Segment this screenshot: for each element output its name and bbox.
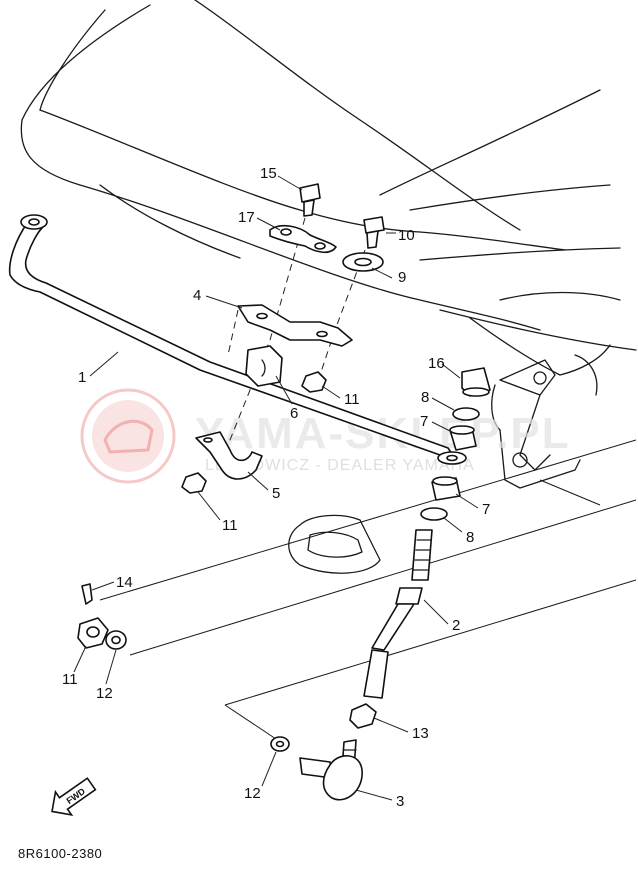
callout-7-upper: 7 bbox=[420, 413, 428, 430]
callout-14: 14 bbox=[116, 574, 133, 591]
callout-7-lower: 7 bbox=[482, 501, 490, 518]
callout-11-upper: 11 bbox=[344, 391, 360, 408]
callout-6: 6 bbox=[290, 405, 298, 422]
diagram-code: 8R6100-2380 bbox=[18, 846, 103, 861]
cotter-pin-14[interactable] bbox=[81, 583, 93, 605]
callout-10: 10 bbox=[398, 227, 415, 244]
callout-12-lower: 12 bbox=[244, 785, 261, 802]
callout-17: 17 bbox=[238, 209, 255, 226]
bolt-15[interactable] bbox=[299, 183, 321, 217]
frame-bracket bbox=[491, 354, 598, 489]
watermark-logo-outer bbox=[80, 388, 176, 484]
washer-12-lower[interactable] bbox=[270, 736, 290, 752]
ball-joint-3[interactable] bbox=[299, 739, 363, 801]
washer-8-upper[interactable] bbox=[452, 407, 480, 421]
callout-8-upper: 8 bbox=[421, 389, 429, 406]
callout-15: 15 bbox=[260, 165, 277, 182]
bushing-7-lower[interactable] bbox=[431, 476, 461, 501]
bushing-6[interactable] bbox=[245, 345, 283, 387]
callout-1: 1 bbox=[78, 369, 86, 386]
bolt-10[interactable] bbox=[363, 216, 385, 249]
callout-11-middle: 11 bbox=[222, 517, 238, 534]
callout-3: 3 bbox=[396, 793, 404, 810]
callout-16: 16 bbox=[428, 355, 445, 372]
callout-numbers: 15 17 10 9 4 16 1 6 11 8 7 5 11 7 8 14 2… bbox=[62, 165, 490, 810]
holder-5[interactable] bbox=[195, 431, 263, 480]
callout-5: 5 bbox=[272, 485, 280, 502]
callout-4: 4 bbox=[193, 287, 201, 304]
nut-11-lower[interactable] bbox=[77, 617, 109, 649]
nut-13[interactable] bbox=[349, 703, 377, 729]
fwd-arrow-icon: FWD bbox=[51, 777, 97, 817]
stabilizer-bar[interactable] bbox=[8, 214, 467, 465]
callout-12-left: 12 bbox=[96, 685, 113, 702]
callout-2: 2 bbox=[452, 617, 460, 634]
plate-17[interactable] bbox=[269, 224, 337, 254]
callout-8-lower: 8 bbox=[466, 529, 474, 546]
callout-9: 9 bbox=[398, 269, 406, 286]
floor-lines bbox=[99, 439, 637, 746]
bushing-7-upper[interactable] bbox=[449, 425, 477, 451]
washer-8-lower[interactable] bbox=[420, 507, 448, 521]
bracket-4[interactable] bbox=[237, 304, 353, 347]
ski-tip-outline bbox=[288, 514, 381, 574]
callout-13: 13 bbox=[412, 725, 429, 742]
nut-11-middle[interactable] bbox=[181, 472, 207, 494]
cap-16[interactable] bbox=[461, 367, 491, 397]
nut-11-upper[interactable] bbox=[301, 371, 327, 393]
washer-12-left[interactable] bbox=[105, 630, 127, 650]
callout-11-lower: 11 bbox=[62, 671, 78, 688]
washer-9[interactable] bbox=[342, 252, 384, 272]
watermark-subtitle: LECHOWICZ - DEALER YAMAHA bbox=[205, 457, 475, 474]
rod-2[interactable] bbox=[363, 529, 433, 699]
leader-lines bbox=[73, 175, 479, 801]
watermark-logo-inner bbox=[92, 400, 164, 472]
